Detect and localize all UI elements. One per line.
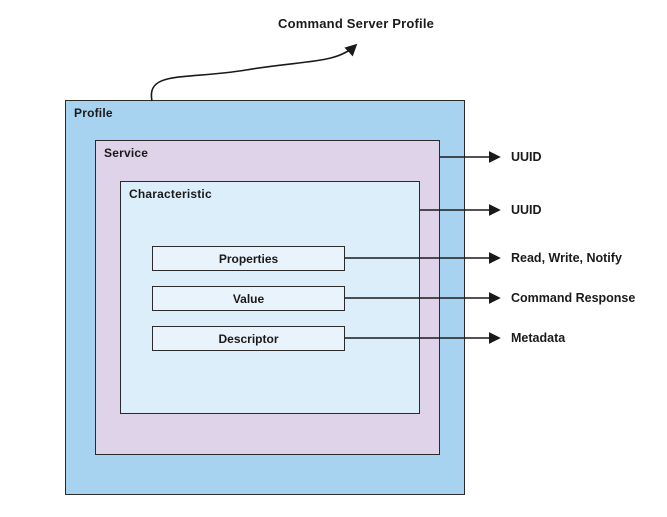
annotation-service-uuid: UUID bbox=[511, 150, 542, 164]
descriptor-box: Descriptor bbox=[152, 326, 345, 351]
profile-box-label: Profile bbox=[74, 106, 113, 120]
properties-box: Properties bbox=[152, 246, 345, 271]
characteristic-box-label: Characteristic bbox=[129, 187, 212, 201]
service-box-label: Service bbox=[104, 146, 149, 160]
value-box: Value bbox=[152, 286, 345, 311]
annotation-characteristic-uuid: UUID bbox=[511, 203, 542, 217]
annotation-descriptor: Metadata bbox=[511, 331, 566, 345]
annotation-value: Command Response bbox=[511, 291, 636, 305]
diagram-title: Command Server Profile bbox=[278, 16, 435, 31]
annotation-properties: Read, Write, Notify bbox=[511, 251, 622, 265]
curved-arrow-to-title bbox=[150, 43, 358, 102]
